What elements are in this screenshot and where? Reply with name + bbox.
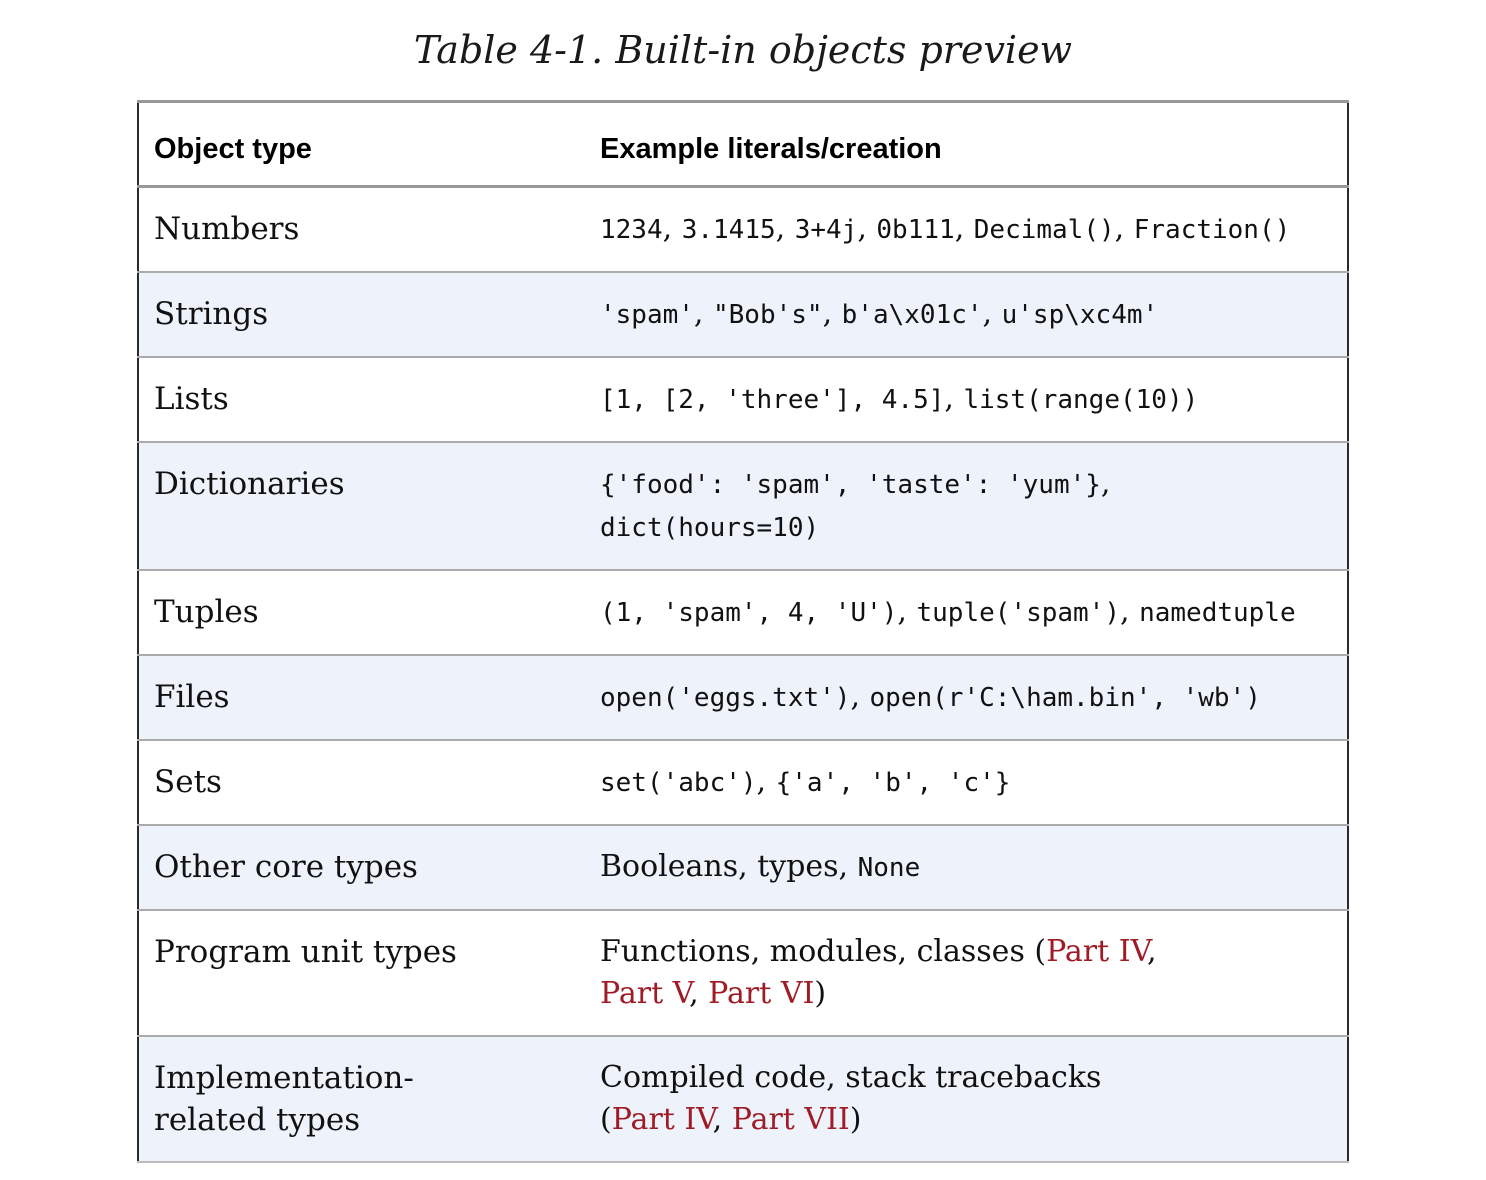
code-literal: 'spam' xyxy=(600,300,694,330)
example-cell: [1, [2, 'three'], 4.5], list(range(10)) xyxy=(585,356,1348,442)
code-literal: b'a\x01c' xyxy=(841,300,983,330)
code-literal: {'a', 'b', 'c'} xyxy=(775,768,1011,798)
code-literal: dict(hours=10) xyxy=(600,513,820,543)
text-run: , xyxy=(954,211,974,246)
code-literal: None xyxy=(857,853,921,883)
code-literal: tuple('spam') xyxy=(916,598,1121,628)
object-type-cell: Files xyxy=(138,654,585,740)
example-cell: (1, 'spam', 4, 'U'), tuple('spam'), name… xyxy=(585,569,1348,655)
text-run: ) xyxy=(814,976,827,1011)
table-row: Program unit types Functions, modules, c… xyxy=(138,909,1348,1036)
text-run: , xyxy=(1100,466,1111,501)
code-literal: [1, [2, 'three'], 4.5] xyxy=(600,385,945,415)
table-row: Numbers 1234, 3.1415, 3+4j, 0b111, Decim… xyxy=(138,185,1348,272)
code-literal: 0b111 xyxy=(876,215,955,245)
object-type-cell: Numbers xyxy=(138,185,585,272)
text-run: , xyxy=(689,976,709,1011)
text-run: , xyxy=(1120,594,1140,629)
column-header-example-literals: Example literals/creation xyxy=(585,101,1348,188)
example-cell: set('abc'), {'a', 'b', 'c'} xyxy=(585,739,1348,825)
example-cell: Compiled code, stack tracebacks (Part IV,… xyxy=(585,1035,1348,1162)
text-run: , xyxy=(897,594,917,629)
text-run: Booleans, types, xyxy=(600,849,858,884)
table-row: Sets set('abc'), {'a', 'b', 'c'} xyxy=(138,739,1348,825)
text-run: Functions, modules, classes ( xyxy=(600,934,1047,969)
text-run: ( xyxy=(600,1102,612,1137)
part-cross-reference-link[interactable]: Part VII xyxy=(731,1102,850,1137)
text-run: , xyxy=(712,1102,732,1137)
example-cell: Booleans, types, None xyxy=(585,824,1348,910)
code-literal: open(r'C:\ham.bin', 'wb') xyxy=(869,683,1261,713)
object-type-cell: Dictionaries xyxy=(138,441,585,570)
text-run: , xyxy=(662,211,682,246)
text-run: ) xyxy=(849,1102,862,1137)
text-run: , xyxy=(822,296,842,331)
builtin-objects-table: Object type Example literals/creation Nu… xyxy=(137,100,1349,1163)
object-type-cell: Sets xyxy=(138,739,585,825)
table-header: Object type Example literals/creation xyxy=(138,101,1348,188)
example-cell: {'food': 'spam', 'taste': 'yum'}, dict(ho… xyxy=(585,441,1348,570)
table-body: Numbers 1234, 3.1415, 3+4j, 0b111, Decim… xyxy=(138,185,1348,1162)
code-literal: list(range(10)) xyxy=(963,385,1199,415)
code-literal: set('abc') xyxy=(600,768,757,798)
table-row: Other core types Booleans, types, None xyxy=(138,824,1348,910)
code-literal: 3.1415 xyxy=(681,215,776,245)
code-literal: {'food': 'spam', 'taste': 'yum'} xyxy=(600,470,1101,500)
table-row: Strings 'spam', "Bob's", b'a\x01c', u'sp… xyxy=(138,271,1348,357)
column-header-object-type: Object type xyxy=(138,101,585,188)
text-run: , xyxy=(693,296,713,331)
object-type-cell: Other core types xyxy=(138,824,585,910)
text-run: , xyxy=(1114,211,1134,246)
example-cell: Functions, modules, classes (Part IV,Par… xyxy=(585,909,1348,1036)
code-literal: 3+4j xyxy=(794,215,858,245)
text-run: , xyxy=(944,381,964,416)
part-cross-reference-link[interactable]: Part V xyxy=(600,976,690,1011)
code-literal: u'sp\xc4m' xyxy=(1001,300,1159,330)
part-cross-reference-link[interactable]: Part IV xyxy=(611,1102,713,1137)
object-type-cell: Implementation- related types xyxy=(138,1035,585,1162)
code-literal: namedtuple xyxy=(1139,598,1296,628)
object-type-cell: Tuples xyxy=(138,569,585,655)
text-run: , xyxy=(982,296,1002,331)
text-run: , xyxy=(857,211,877,246)
text-run: , xyxy=(850,679,870,714)
object-type-cell: Strings xyxy=(138,271,585,357)
object-type-cell: Lists xyxy=(138,356,585,442)
code-literal: "Bob's" xyxy=(713,300,823,330)
table-row: Tuples (1, 'spam', 4, 'U'), tuple('spam'… xyxy=(138,569,1348,655)
table-row: Dictionaries {'food': 'spam', 'taste': '… xyxy=(138,441,1348,570)
table-title: Table 4-1. Built-in objects preview xyxy=(413,28,1073,72)
text-run: , xyxy=(775,211,795,246)
part-cross-reference-link[interactable]: Part IV xyxy=(1046,934,1148,969)
example-cell: 'spam', "Bob's", b'a\x01c', u'sp\xc4m' xyxy=(585,271,1348,357)
header-row: Object type Example literals/creation xyxy=(138,101,1348,188)
table-row: Implementation- related types Compiled c… xyxy=(138,1035,1348,1162)
table-row: Files open('eggs.txt'), open(r'C:\ham.bi… xyxy=(138,654,1348,740)
code-literal: (1, 'spam', 4, 'U') xyxy=(600,598,898,628)
table-row: Lists [1, [2, 'three'], 4.5], list(range… xyxy=(138,356,1348,442)
text-run: , xyxy=(756,764,776,799)
example-cell: 1234, 3.1415, 3+4j, 0b111, Decimal(), Fr… xyxy=(585,185,1348,272)
object-type-cell: Program unit types xyxy=(138,909,585,1036)
part-cross-reference-link[interactable]: Part VI xyxy=(708,976,815,1011)
code-literal: open('eggs.txt') xyxy=(600,683,851,713)
text-run: Compiled code, stack tracebacks xyxy=(600,1060,1102,1095)
code-literal: Fraction() xyxy=(1133,215,1291,245)
example-cell: open('eggs.txt'), open(r'C:\ham.bin', 'w… xyxy=(585,654,1348,740)
code-literal: 1234 xyxy=(600,215,663,245)
text-run: , xyxy=(1147,934,1157,969)
code-literal: Decimal() xyxy=(973,215,1115,245)
